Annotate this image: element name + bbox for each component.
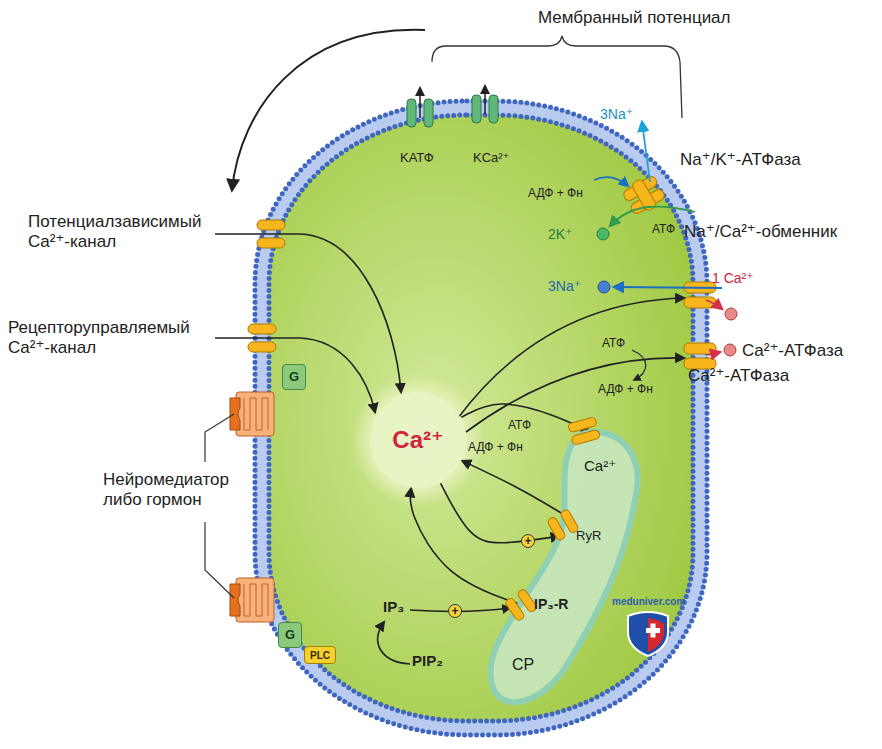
messenger-label: PIP₂ (412, 652, 443, 670)
membrane-heads (269, 115, 693, 721)
channel-caption: Потенциалзависимый Ca²⁺-канал (28, 212, 228, 252)
ion-label: 2K⁺ (548, 226, 573, 243)
channel-caption: Рецепторуправляемый Ca²⁺-канал (8, 318, 208, 358)
logo-shield (628, 612, 668, 656)
ca-ion (724, 344, 736, 356)
sr-text: СР (512, 656, 534, 674)
g-protein: G (278, 622, 302, 648)
atp-label: АТФ (508, 418, 531, 432)
adp-label: АДФ + Фн (528, 186, 583, 200)
na-ca-exchanger (684, 282, 716, 308)
na-influx-arrow (614, 287, 722, 288)
messenger-label: IP₃ (383, 598, 404, 616)
node-text: Ca²⁺ (392, 427, 443, 453)
atp-label: АТФ (652, 222, 675, 236)
activation-sign: + (448, 604, 462, 618)
receptor (230, 392, 274, 436)
k-efflux-arrow (484, 86, 486, 114)
ip3-receptor (504, 588, 537, 621)
k-efflux-arrow (419, 88, 421, 118)
adp-label: АДФ + Фн (598, 382, 653, 396)
leader-line (205, 414, 234, 462)
exchanger-name: Na⁺/Ca²⁺-обменник (684, 222, 837, 242)
pip2-arrow (378, 622, 410, 664)
influx-arrow (215, 234, 401, 392)
ca-efflux-arrow (466, 358, 684, 432)
calcium-flux-arrow (462, 461, 564, 515)
node-text: PLC (310, 650, 330, 661)
ca-out-arrow (706, 300, 722, 309)
calcium-pool: Ca²⁺ (370, 392, 466, 488)
bracket (432, 36, 682, 118)
ion-label: 1 Ca²⁺ (712, 270, 754, 287)
na-efflux-arrow (642, 122, 650, 182)
channel-name: IP₃-R (534, 596, 568, 613)
pump-name: Ca²⁺-АТФаза (688, 366, 789, 386)
ca-efflux-arrow (458, 298, 684, 418)
node-text: G (289, 370, 299, 384)
watermark: meduniver.com (612, 596, 685, 608)
sr-outline (488, 428, 644, 718)
ryr-channel (547, 509, 580, 542)
activation-sign: + (521, 534, 535, 548)
ligand-caption: Нейромедиатор либо гормон (103, 470, 253, 510)
phospholipase-c: PLC (304, 646, 336, 664)
sr-text: Ca²⁺ (584, 458, 616, 475)
channel-name: RyR (576, 528, 601, 543)
feedback-arrow (232, 30, 425, 190)
cell-membrane (262, 108, 700, 728)
membrane-heads (255, 101, 707, 735)
atp-label: АТФ (602, 336, 625, 350)
pump-name: Ca²⁺-АТФаза (742, 341, 843, 361)
ion-label: 3Na⁺ (600, 106, 633, 123)
adp-label: АДФ + Фн (468, 440, 523, 454)
na-ion (598, 281, 610, 293)
ca-atpase (684, 343, 716, 369)
ion-label: 3Na⁺ (548, 278, 581, 295)
atp-arrow (594, 177, 628, 186)
receptor (230, 578, 274, 622)
sr-membrane (491, 432, 638, 702)
g-protein: G (282, 364, 306, 390)
sarcoplasmic-reticulum: Ca²⁺ СР (488, 428, 644, 718)
node-text: G (285, 628, 295, 642)
leader-line (205, 522, 234, 598)
membrane-potential-label: Мембранный потенциал (538, 8, 731, 28)
calcium-glow (352, 374, 484, 506)
atp-arrow (632, 350, 646, 380)
serca-pump (568, 417, 601, 445)
ca-ion (725, 308, 737, 320)
calcium-flux-arrow (441, 483, 560, 542)
k-ion (597, 228, 609, 240)
ca-out-arrow (708, 352, 720, 355)
channel-name: KCa²⁺ (473, 150, 509, 165)
channel-name: KАТФ (400, 150, 434, 165)
na-k-pump (620, 172, 667, 218)
pump-name: Na⁺/K⁺-АТФаза (680, 150, 801, 170)
calcium-flux-arrow (410, 489, 520, 605)
